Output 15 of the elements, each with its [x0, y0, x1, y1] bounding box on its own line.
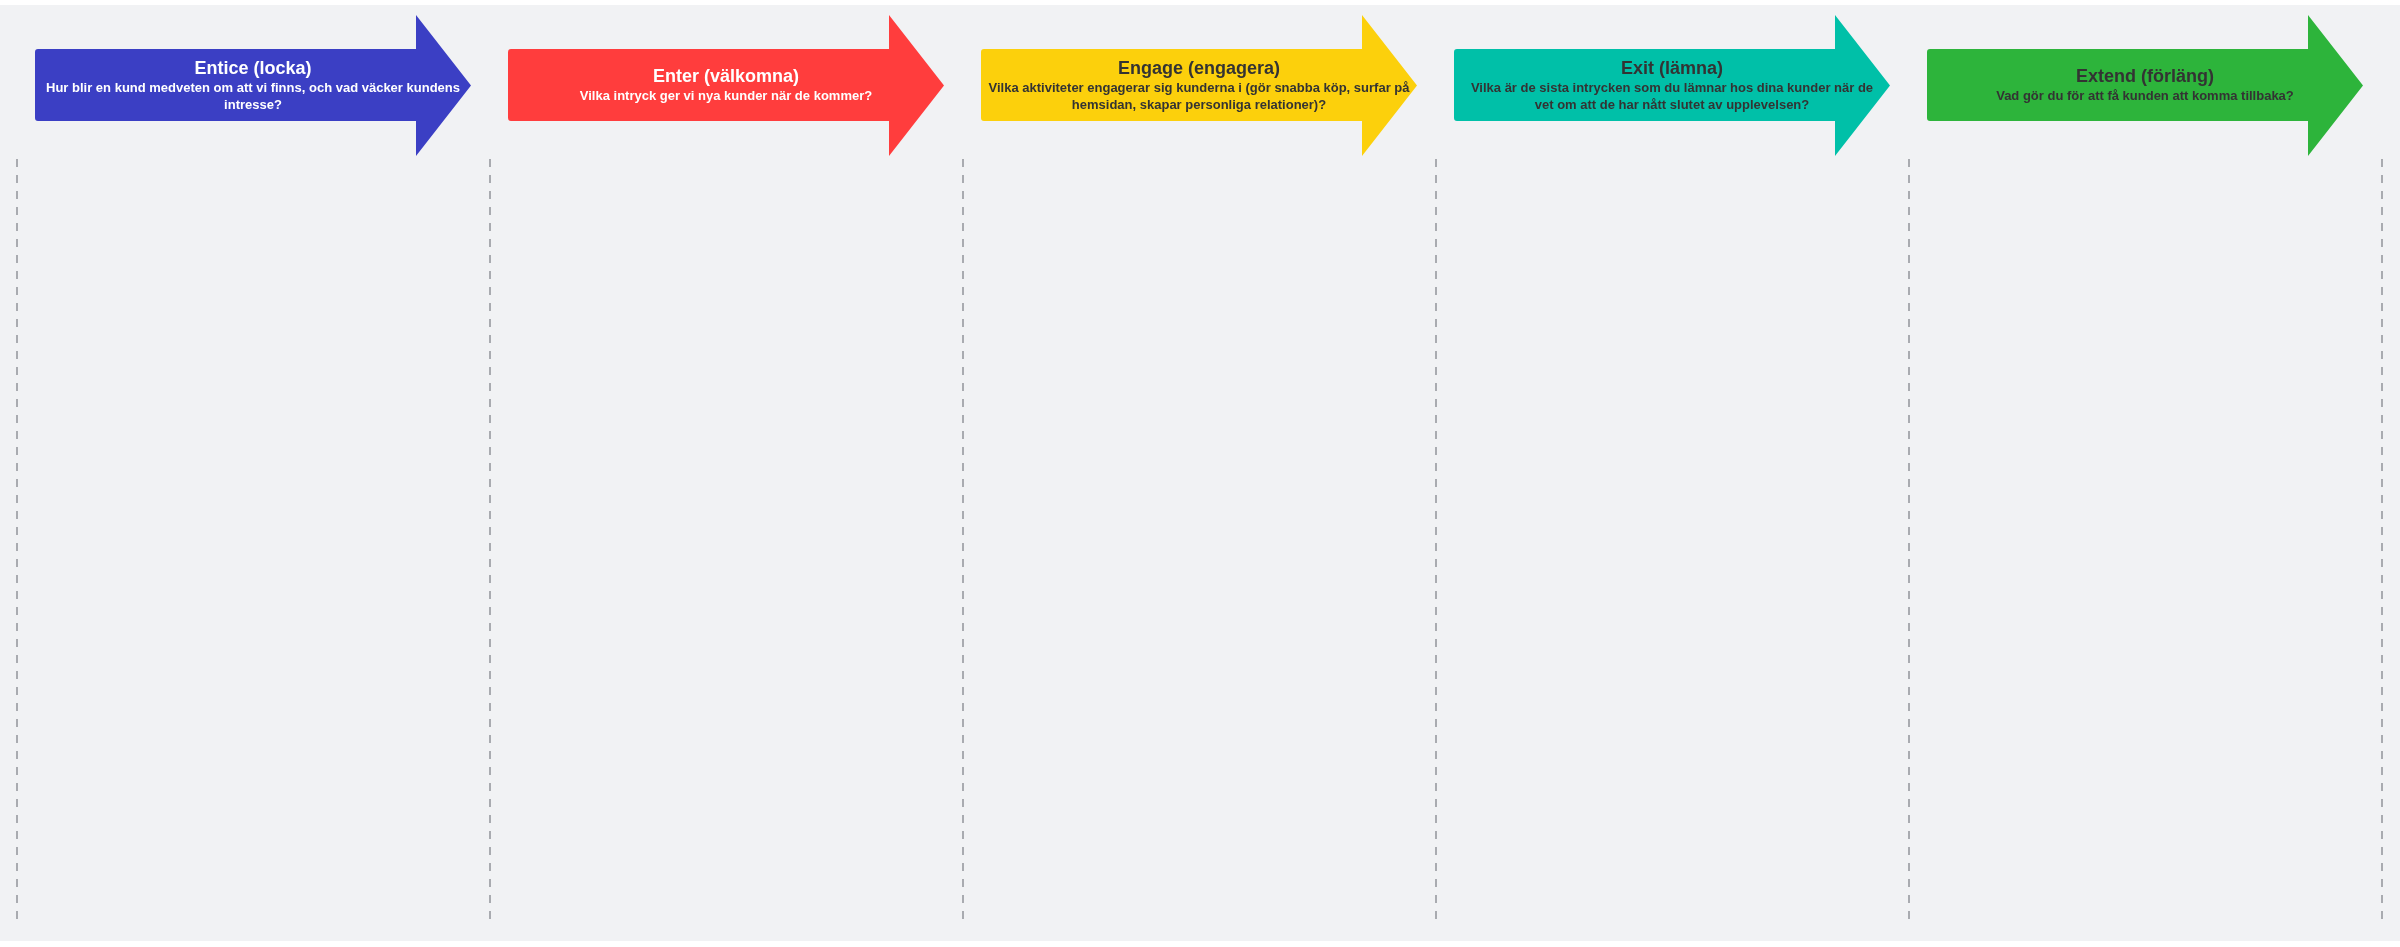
step-banner	[1454, 15, 1890, 156]
stage-question: Hur blir en kund medveten om att vi finns, och vad väcker kundens intresse?	[45, 78, 461, 113]
stage-title: Extend (förläng)	[2076, 66, 2214, 87]
step-banner	[1927, 15, 2363, 156]
stage-title: Engage (engagera)	[1117, 57, 1280, 79]
step-banner	[981, 15, 1417, 156]
stage-title: Entice (locka)	[194, 57, 312, 79]
stage-question: Vad gör du för att få kunden att komma tillbaka?	[1996, 87, 2294, 104]
stage-question: Vilka intryck ger vi nya kunder när de kommer?	[579, 87, 873, 104]
step-banner	[35, 15, 471, 156]
stage-question: Vilka är de sista intrycken som du lämnar hos dina kunder när de vet om att de har nått slutet av upplevelsen?	[1469, 78, 1875, 113]
stage-title: Enter (välkomna)	[652, 66, 799, 87]
step-banner	[508, 15, 944, 156]
stage-question: Vilka aktiviteter engagerar sig kunderna i (gör snabba köp, surfar på hemsidan, skapar personliga relationer)?	[987, 78, 1411, 113]
stage-title: Exit (lämna)	[1621, 57, 1723, 79]
